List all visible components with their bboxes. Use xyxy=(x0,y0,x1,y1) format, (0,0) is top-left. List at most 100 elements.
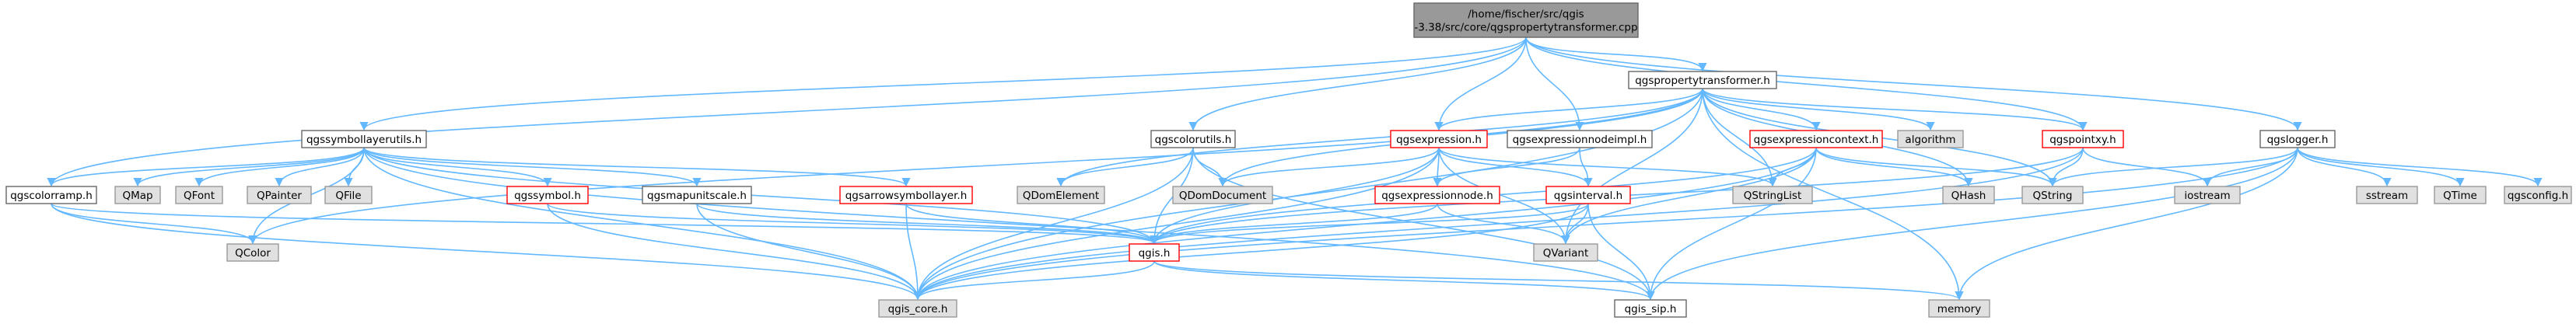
node-qgsexpressionnodeimpl[interactable]: qgsexpressionnodeimpl.h xyxy=(1507,130,1653,148)
edge-root-to-qgscolorramp xyxy=(47,37,1527,187)
node-qgssymbol[interactable]: qgssymbol.h xyxy=(506,186,589,204)
edge-qgslogger-to-qgsconfig xyxy=(2297,147,2543,187)
node-label-QTime: QTime xyxy=(2443,190,2477,202)
node-qgslogger[interactable]: qgslogger.h xyxy=(2259,130,2336,148)
node-label-qgssymbol: qgssymbol.h xyxy=(514,190,581,202)
node-label-QDomElement: QDomElement xyxy=(1023,190,1099,202)
node-label-QHash: QHash xyxy=(1951,190,1986,202)
edge-root-to-qgsexpression xyxy=(1434,37,1527,131)
edge-qgscolorutils-to-qgis_core xyxy=(913,147,1194,301)
node-qgsconfig: qgsconfig.h xyxy=(2504,186,2572,204)
node-label-algorithm: algorithm xyxy=(1905,134,1955,146)
node-label-qgis_core: qgis_core.h xyxy=(888,303,948,315)
edge-qgssymbollayerutils-to-qgis xyxy=(363,147,1159,245)
node-qgis_core: qgis_core.h xyxy=(878,299,957,318)
edge-qgslogger-to-sstream xyxy=(2297,147,2392,187)
edge-qgssymbollayerutils-to-qgscolorramp xyxy=(47,147,365,187)
edge-qgsarrowsymbollayer-to-qgis xyxy=(905,203,1159,245)
edge-qgsexpressioncontext-to-QHash xyxy=(1815,147,1973,187)
edge-qgsexpressioncontext-to-QString xyxy=(1815,147,2057,187)
node-label-iostream: iostream xyxy=(2184,190,2230,202)
node-label-QMap: QMap xyxy=(122,190,152,202)
node-box-sstream xyxy=(2356,186,2418,204)
node-label-qgsconfig: qgsconfig.h xyxy=(2508,190,2568,202)
node-box-QString xyxy=(2021,186,2084,204)
node-box-qgsmapunitscale xyxy=(642,186,752,204)
node-QStringList: QStringList xyxy=(1732,186,1813,204)
edge-qgssymbollayerutils-to-QPainter xyxy=(275,147,365,187)
node-qgscolorramp[interactable]: qgscolorramp.h xyxy=(5,186,97,204)
node-box-qgssymbollayerutils xyxy=(301,130,427,148)
edge-qgspropertytransformer-to-algorithm xyxy=(1702,88,1935,131)
edge-qgspropertytransformer-to-memory xyxy=(1702,88,1964,301)
edge-qgspropertytransformer-to-qgsexpressioncontext xyxy=(1702,88,1821,131)
node-label-QPainter: QPainter xyxy=(257,190,302,202)
node-qgis_sip[interactable]: qgis_sip.h xyxy=(1614,299,1687,318)
edge-qgsexpressionnode-to-QVariant xyxy=(1437,203,1570,245)
node-sstream: sstream xyxy=(2356,186,2418,204)
node-qgspointxy[interactable]: qgspointxy.h xyxy=(2042,130,2124,148)
node-qgsexpression[interactable]: qgsexpression.h xyxy=(1390,130,1488,148)
node-qgscolorutils[interactable]: qgscolorutils.h xyxy=(1150,130,1236,148)
node-QTime: QTime xyxy=(2434,186,2487,204)
edge-qgscolorramp-to-qgis xyxy=(51,203,1159,245)
node-label-qgspropertytransformer: qgspropertytransformer.h xyxy=(1635,75,1770,87)
node-qgsexpressionnode[interactable]: qgsexpressionnode.h xyxy=(1374,186,1500,204)
node-box-QColor xyxy=(226,243,279,262)
node-box-QStringList xyxy=(1732,186,1813,204)
edge-qgsexpression-to-qgis xyxy=(1150,147,1440,245)
node-box-qgsexpressionnode xyxy=(1374,186,1500,204)
node-box-algorithm xyxy=(1897,130,1964,148)
edge-qgsarrowsymbollayer-to-qgis_core xyxy=(905,203,922,301)
edges-layer xyxy=(47,37,2543,301)
node-box-QPainter xyxy=(247,186,312,204)
node-qgsarrowsymbollayer[interactable]: qgsarrowsymbollayer.h xyxy=(839,186,973,204)
node-qgspropertytransformer[interactable]: qgspropertytransformer.h xyxy=(1628,71,1777,89)
edge-root-to-qgssymbollayerutils xyxy=(359,37,1527,131)
edge-qgis-to-qgis_core xyxy=(913,260,1155,301)
node-QColor: QColor xyxy=(226,243,279,262)
node-box-qgis_sip xyxy=(1614,299,1687,318)
nodes-layer: /home/fischer/src/qgis-3.38/src/core/qgs… xyxy=(5,2,2572,318)
edge-qgssymbollayerutils-to-QFont xyxy=(194,147,365,187)
edge-qgssymbollayerutils-to-qgssymbol xyxy=(363,147,552,187)
node-memory: memory xyxy=(1928,299,1990,318)
node-QFont: QFont xyxy=(175,186,223,204)
edge-qgis-to-memory xyxy=(1153,260,1964,301)
node-box-qgsinterval xyxy=(1545,186,1631,204)
node-label-root: /home/fischer/src/qgis xyxy=(1468,9,1584,21)
edge-qgscolorutils-to-QDomElement xyxy=(1056,147,1194,187)
node-label-qgsexpressioncontext: qgsexpressioncontext.h xyxy=(1754,134,1879,146)
node-qgsinterval[interactable]: qgsinterval.h xyxy=(1545,186,1631,204)
edge-qgspropertytransformer-to-qgis_core xyxy=(913,88,1703,301)
edge-qgslogger-to-iostream xyxy=(2203,147,2298,187)
edge-qgsinterval-to-QVariant xyxy=(1561,203,1589,245)
node-label-qgssymbollayerutils: qgssymbollayerutils.h xyxy=(306,134,422,146)
edge-qgsexpression-to-QVariant xyxy=(1438,147,1570,245)
node-root[interactable]: /home/fischer/src/qgis-3.38/src/core/qgs… xyxy=(1413,2,1639,38)
edge-qgsinterval-to-qgis_sip xyxy=(1587,203,1655,301)
node-qgssymbollayerutils[interactable]: qgssymbollayerutils.h xyxy=(301,130,427,148)
node-qgsmapunitscale[interactable]: qgsmapunitscale.h xyxy=(642,186,752,204)
edge-root-to-qgspointxy xyxy=(1525,37,2088,131)
node-qgis[interactable]: qgis.h xyxy=(1129,243,1180,262)
edge-qgsexpressioncontext-to-QVariant xyxy=(1561,147,1817,245)
node-box-root xyxy=(1413,2,1639,38)
node-QDomDocument: QDomDocument xyxy=(1172,186,1273,204)
edge-qgsinterval-to-qgis_core xyxy=(913,203,1589,301)
node-QDomElement: QDomElement xyxy=(1017,186,1105,204)
node-label-sstream: sstream xyxy=(2366,190,2408,202)
node-label-qgscolorutils: qgscolorutils.h xyxy=(1155,134,1232,146)
edge-qgssymbollayerutils-to-qgsarrowsymbollayer xyxy=(363,147,911,187)
node-box-qgsexpressionnodeimpl xyxy=(1507,130,1653,148)
node-qgsexpressioncontext[interactable]: qgsexpressioncontext.h xyxy=(1749,130,1883,148)
edge-qgslogger-to-qgis_core xyxy=(913,147,2298,301)
node-box-QHash xyxy=(1942,186,1995,204)
node-box-qgssymbol xyxy=(506,186,589,204)
node-label-qgsexpressionnodeimpl: qgsexpressionnodeimpl.h xyxy=(1513,134,1647,146)
edge-qgsexpressionnode-to-qgis xyxy=(1150,203,1438,245)
node-label-root: -3.38/src/core/qgspropertytransformer.cp… xyxy=(1414,22,1637,34)
node-box-QMap xyxy=(114,186,161,204)
edge-qgscolorramp-to-QColor xyxy=(51,203,257,245)
node-box-QTime xyxy=(2434,186,2487,204)
